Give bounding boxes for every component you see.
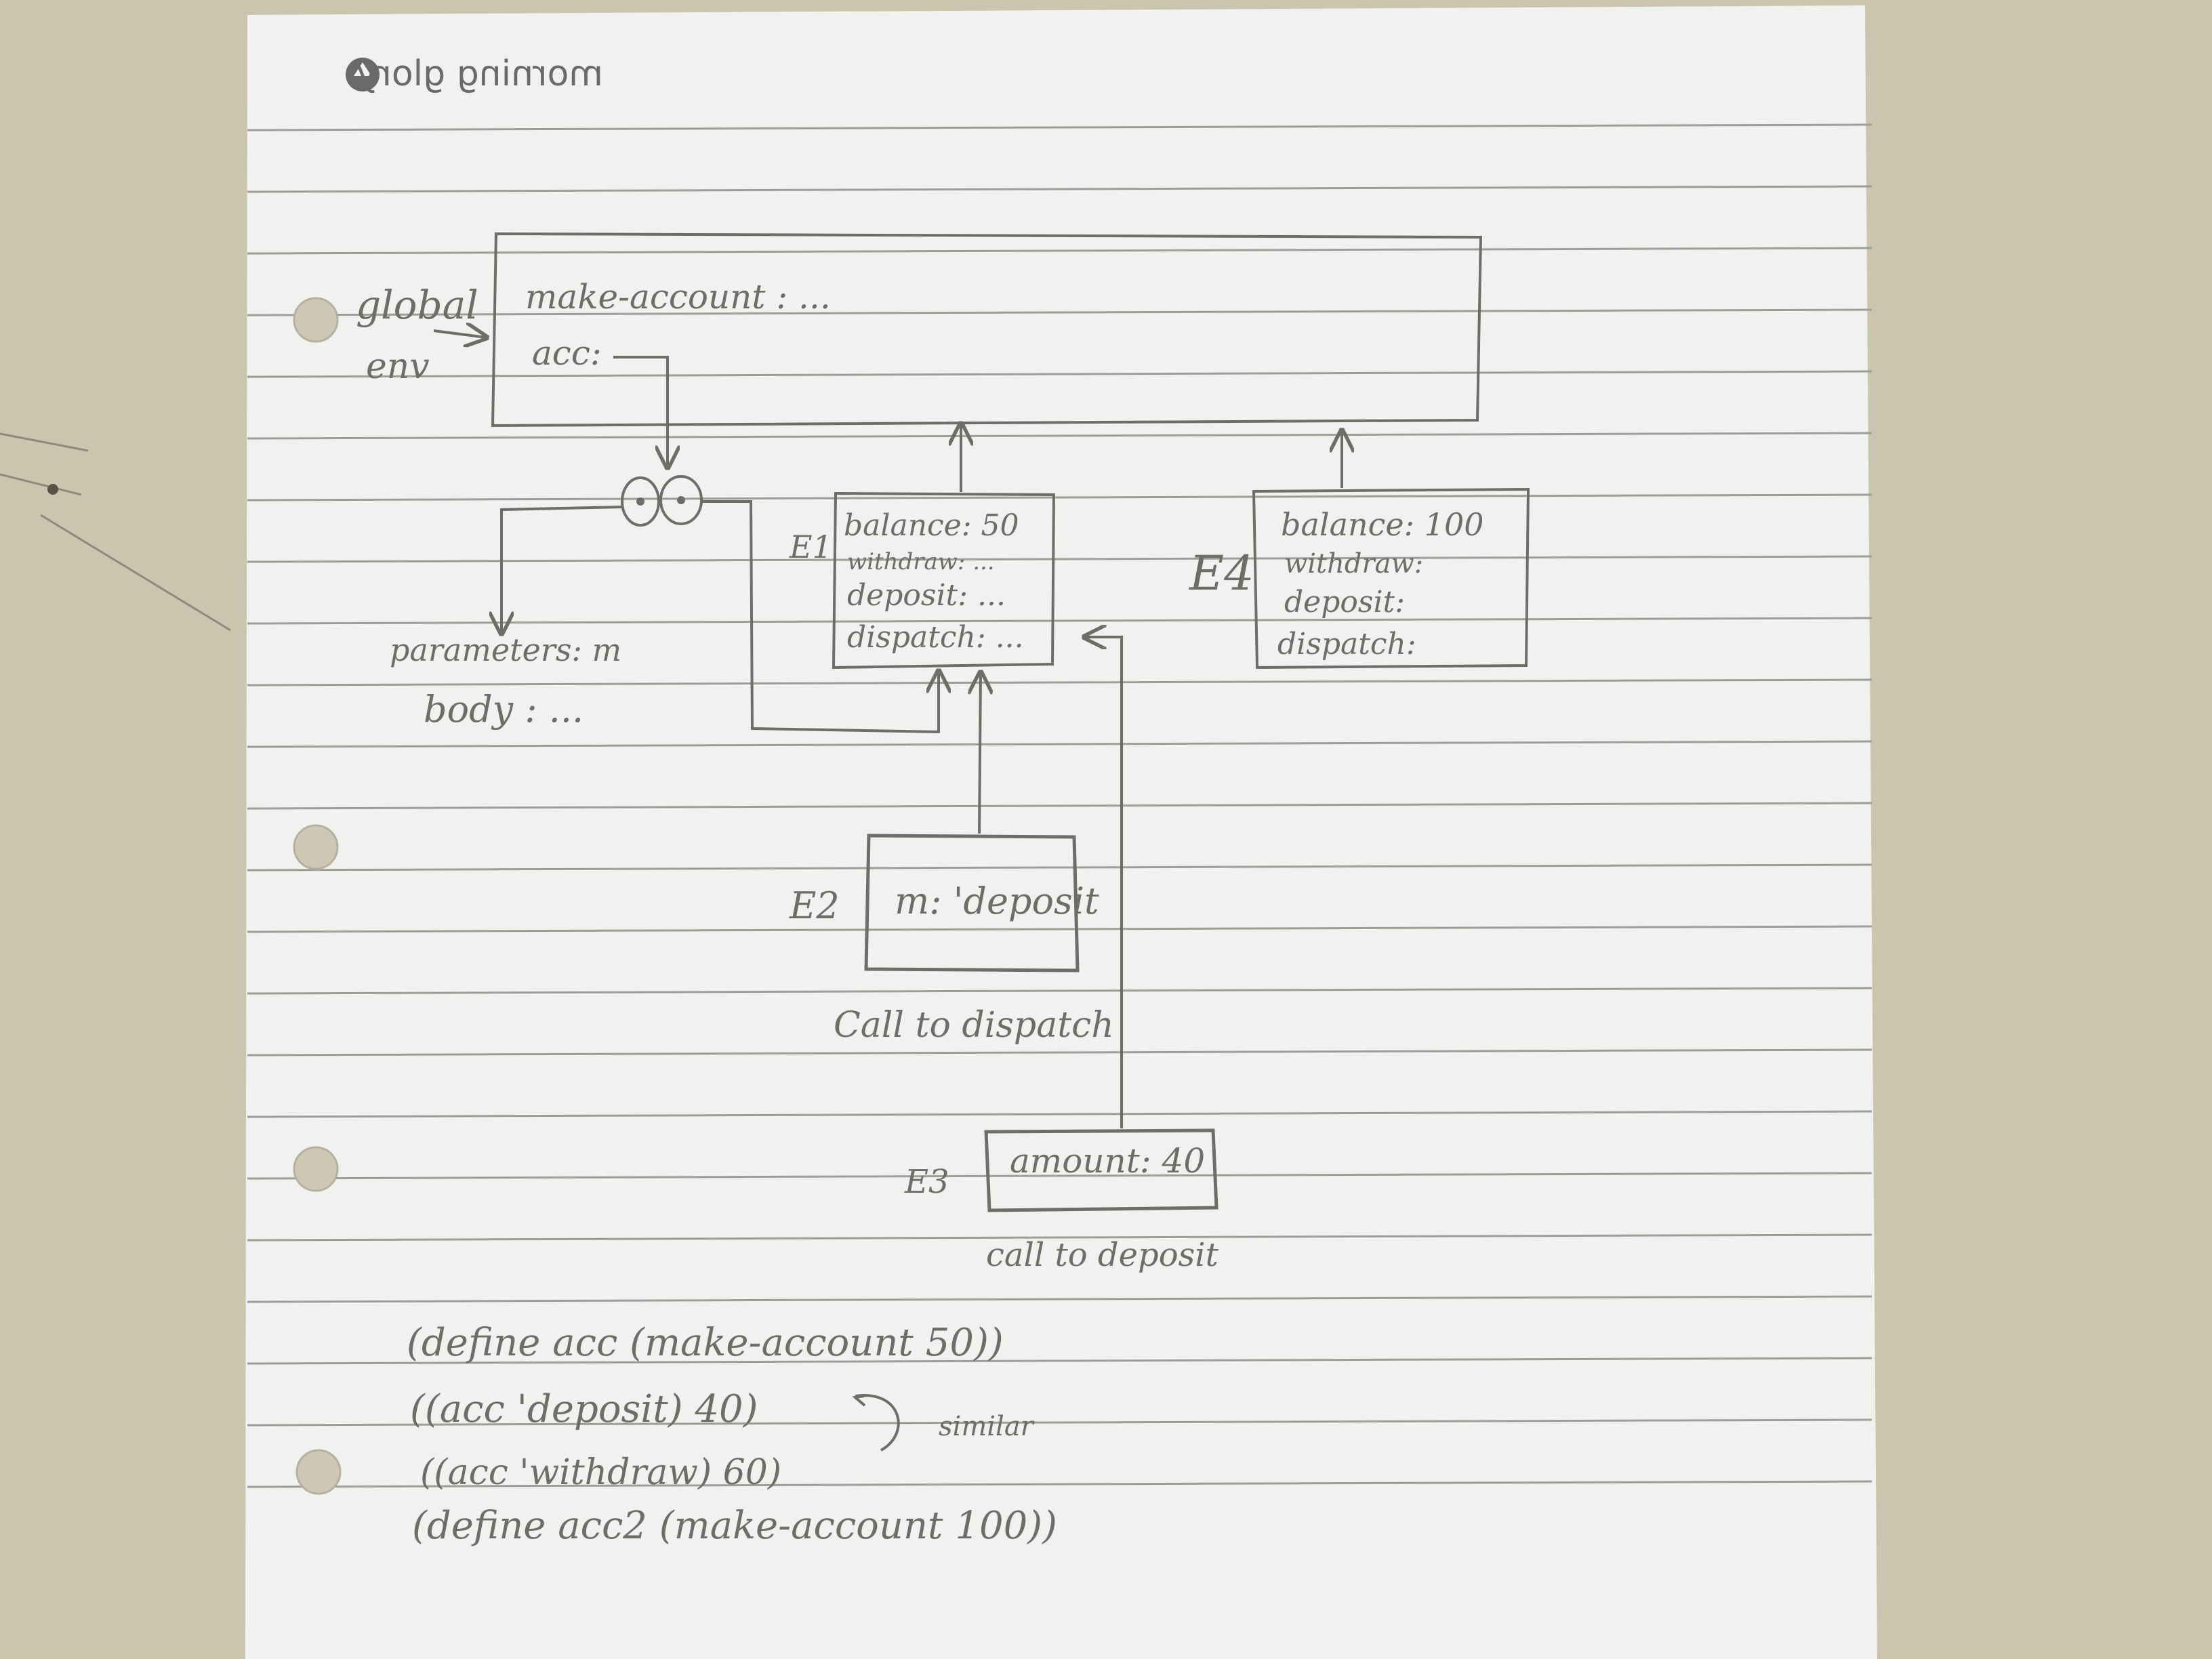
e4-deposit: deposit:	[1284, 585, 1405, 619]
binder-hole	[293, 824, 339, 870]
ruled-line	[247, 987, 1872, 995]
code-line: (define acc (make-account 50))	[407, 1321, 1004, 1365]
frame-e2-label: E2	[789, 884, 840, 927]
e3-parent-arrow	[1084, 637, 1123, 1128]
binder-hole	[293, 297, 339, 343]
similar-annotation: similar	[939, 1411, 1036, 1442]
ruled-line	[247, 925, 1872, 933]
brand-logo: morning glory	[346, 54, 603, 94]
frame-e4-box	[1252, 487, 1530, 670]
e4-balance: balance: 100	[1281, 506, 1484, 543]
e2-parent-arrow	[979, 672, 981, 834]
ruled-line	[247, 1480, 1872, 1488]
brand-wordmark: morning glory	[356, 54, 603, 94]
ruled-line	[247, 1172, 1872, 1180]
binder-holes	[293, 297, 342, 1495]
frame-e2-box	[864, 834, 1080, 972]
ruled-line	[247, 863, 1872, 872]
ruled-line	[247, 1295, 1872, 1303]
global-env-pointer-arrow	[433, 331, 487, 337]
paper-sheet	[245, 5, 1877, 1659]
ruled-line	[247, 1357, 1872, 1365]
frame-e3-label: E3	[904, 1163, 949, 1201]
e4-withdraw: withdraw:	[1284, 548, 1423, 579]
ruled-line	[247, 247, 1872, 255]
bubble-dot	[636, 497, 644, 506]
binding-acc: acc:	[532, 333, 602, 373]
e4-dispatch: dispatch:	[1277, 627, 1416, 661]
code-line: (define acc2 (make-account 100))	[412, 1504, 1057, 1548]
procedure-parameters: parameters: m	[390, 632, 621, 668]
ruled-line	[247, 370, 1872, 378]
procedure-body: body : ...	[424, 688, 583, 731]
ruled-line	[247, 802, 1872, 810]
global-env-label-env: env	[366, 346, 430, 387]
frame-e1-box	[832, 491, 1056, 670]
e1-balance: balance: 50	[844, 508, 1019, 543]
ruled-line	[247, 185, 1872, 193]
e3-caption: call to deposit	[986, 1236, 1219, 1274]
code-block: (define acc (make-account 50)) ((acc 'de…	[407, 1321, 1057, 1548]
e1-withdraw: withdraw: ...	[847, 548, 995, 575]
similar-arrowhead	[852, 1395, 866, 1407]
procedure-code-bubble	[621, 476, 660, 527]
code-pointer-arrow	[501, 506, 624, 634]
e2-caption: Call to dispatch	[834, 1005, 1114, 1046]
ruled-line	[247, 555, 1872, 563]
ruled-line	[247, 123, 1872, 131]
frame-e4-label: E4	[1188, 546, 1254, 601]
acc-pointer-arrow	[613, 356, 668, 468]
ruled-line	[247, 432, 1872, 440]
ruled-line	[247, 1048, 1872, 1057]
code-line: ((acc 'deposit) 40)	[410, 1387, 758, 1431]
similar-bracket	[855, 1393, 900, 1452]
binder-hole	[295, 1449, 342, 1495]
global-env-label: global	[356, 282, 478, 328]
e1-deposit: deposit: ...	[847, 578, 1006, 613]
ruled-line	[247, 1418, 1872, 1427]
binder-hole	[293, 1146, 339, 1192]
env-pointer-arrow	[701, 500, 939, 734]
global-env-frame	[491, 232, 1483, 428]
desk-spot	[47, 484, 58, 495]
ruled-lines	[247, 123, 1872, 1488]
frame-e3-box	[984, 1128, 1218, 1212]
bubble-dot	[677, 496, 685, 504]
binding-make-account: make-account : ...	[525, 277, 831, 316]
ruled-line	[247, 308, 1872, 316]
code-line: ((acc 'withdraw) 60)	[420, 1452, 781, 1493]
ruled-line	[247, 617, 1872, 625]
ruled-line	[247, 1233, 1872, 1242]
frame-e1-label: E1	[789, 529, 832, 565]
desk-scratches	[0, 432, 231, 632]
ruled-line	[247, 1110, 1872, 1118]
e1-dispatch: dispatch: ...	[847, 620, 1024, 655]
ruled-line	[247, 493, 1872, 501]
e2-m-binding: m: 'deposit	[895, 880, 1099, 922]
ruled-line	[247, 740, 1872, 748]
ruled-line	[247, 678, 1872, 687]
e3-amount-binding: amount: 40	[1010, 1141, 1205, 1181]
